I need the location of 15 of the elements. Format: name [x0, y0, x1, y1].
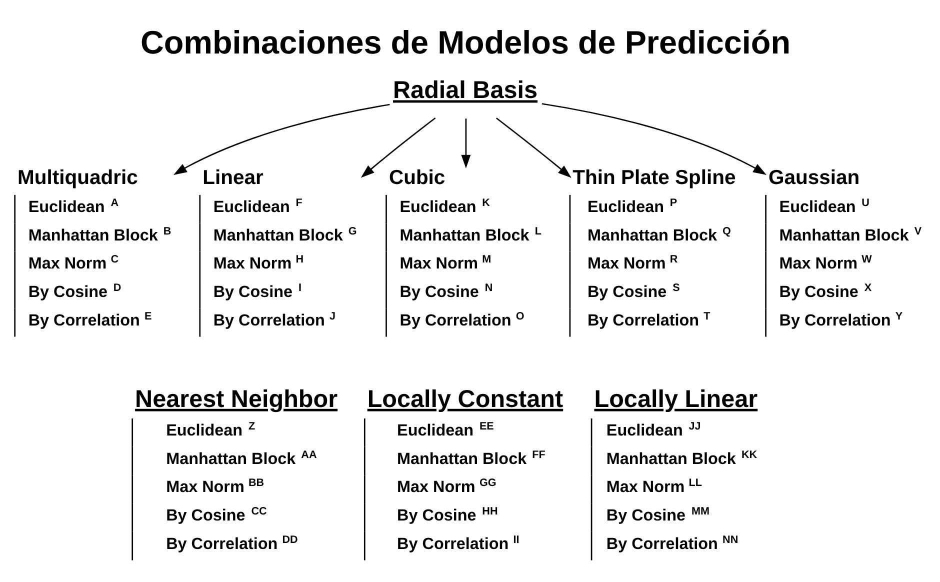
node-text: Multiquadric Euclidean $^{A}$ Manhattan Block $^{B}$ Max Norm $^{C}$ By Cosine $^{D}$ By Correlation $^{E}$	[18, 166, 172, 329]
arrow	[360, 116, 436, 178]
node-text: Thin Plate Spline Euclidean $^{P}$ Manhattan Block $^{Q}$ Max Norm $^{R}$ By Cosine $^{S}$ By Correlation $^{T}$	[572, 166, 736, 329]
arrow	[496, 117, 572, 178]
arrow	[542, 102, 767, 174]
node-text: Radial Basis	[393, 76, 538, 104]
diagram-title: Combinaciones de Modelos de Predicción	[140, 24, 791, 60]
node-text: Gaussian Euclidean $^{U}$ Manhattan Block $^{V}$ Max Norm $^{W}$ By Cosine $^{X}$ By Correlation $^{Y}$	[768, 166, 922, 329]
node-text: Locally Linear Euclidean $^{JJ}$ Manhattan Block $^{KK}$ Max Norm $^{LL}$ By Cosine $^{MM}$ By Correlation $^{NN}$	[594, 385, 758, 552]
arrow	[461, 118, 471, 168]
node-text: Nearest Neighbor Euclidean $^{Z}$ Manhattan Block $^{AA}$ Max Norm $^{BB}$ By Cosine $^{CC}$ By Correlation $^{DD}$	[135, 385, 338, 552]
node-text: Linear Euclidean $^{F}$ Manhattan Block $^{G}$ Max Norm $^{H}$ By Cosine $^{I}$ By Correlation $^{J}$	[202, 166, 357, 329]
arrow	[173, 103, 390, 175]
node-text: Locally Constant Euclidean $^{EE}$ Manhattan Block $^{FF}$ Max Norm $^{GG}$ By Cosine $^{HH}$ By Correlation $^{II}$	[367, 385, 564, 552]
node-text: Cubic Euclidean $^{K}$ Manhattan Block $^{L}$ Max Norm $^{M}$ By Cosine $^{N}$ By Correlation $^{O}$	[388, 166, 542, 329]
